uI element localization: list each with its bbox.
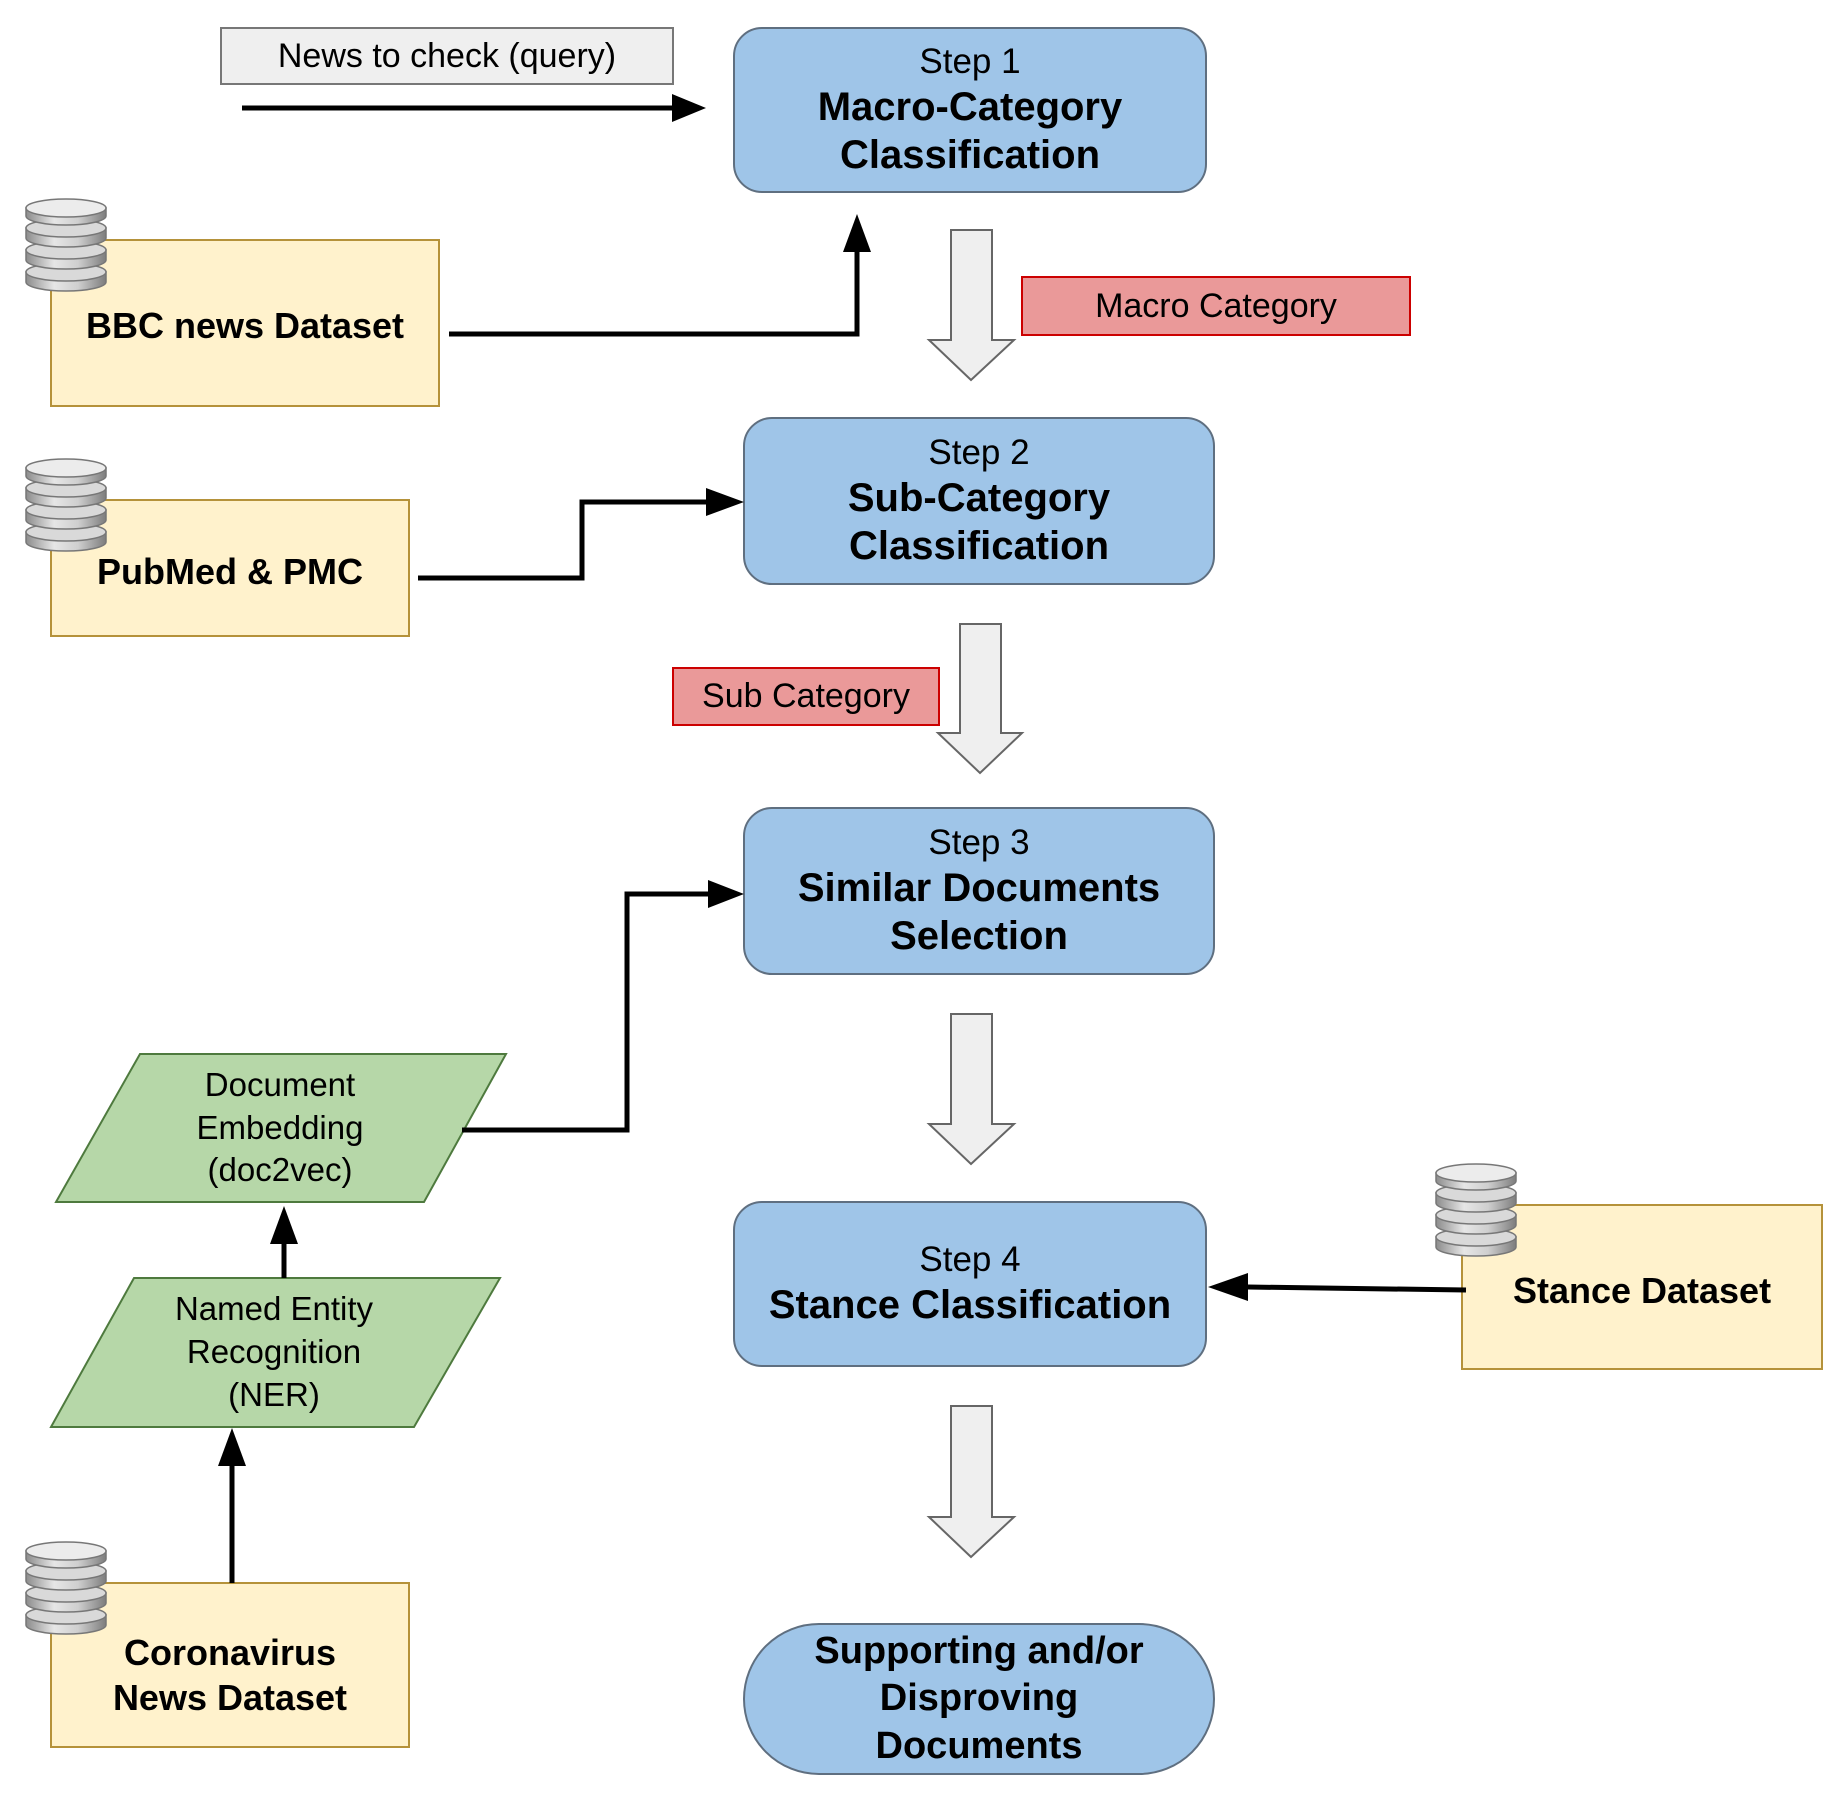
flow-arrow bbox=[935, 623, 1025, 775]
database-icon bbox=[25, 1541, 107, 1635]
stance-connector bbox=[1247, 1284, 1467, 1293]
pubmed-dataset-label: PubMed & PMC bbox=[97, 550, 363, 592]
step-2-number: Step 2 bbox=[928, 433, 1030, 472]
coronavirus-line2: News Dataset bbox=[112, 1677, 348, 1718]
stance-dataset-box bbox=[1461, 1204, 1823, 1370]
ner-shape bbox=[49, 1277, 502, 1428]
coronavirus-dataset-label: Coronavirus News Dataset bbox=[51, 1625, 409, 1725]
step-1-label: Step 1 Macro-Category Classification bbox=[734, 30, 1206, 190]
sub-category-tag bbox=[672, 667, 940, 726]
database-icon bbox=[1435, 1163, 1517, 1257]
step-2-title-line1: Sub-Category bbox=[847, 476, 1111, 520]
arrowhead bbox=[843, 214, 871, 252]
output-line2: Disproving bbox=[879, 1677, 1079, 1720]
output-line1: Supporting and/or bbox=[814, 1629, 1144, 1672]
output-line3: Documents bbox=[875, 1724, 1083, 1767]
flow-arrow bbox=[926, 1013, 1017, 1166]
step-4-number: Step 4 bbox=[919, 1240, 1021, 1279]
coronavirus-dataset-box bbox=[50, 1582, 410, 1748]
doc-embedding-line3: (doc2vec) bbox=[207, 1151, 353, 1189]
step-3-title-line1: Similar Documents bbox=[797, 866, 1161, 910]
database-icon bbox=[25, 198, 107, 292]
ner-line2: Recognition bbox=[186, 1333, 362, 1371]
doc-embedding-label: Document Embedding (doc2vec) bbox=[100, 1056, 460, 1200]
sub-category-tag-label: Sub Category bbox=[702, 677, 910, 715]
arrowhead bbox=[218, 1428, 246, 1466]
step-1-title-line1: Macro-Category bbox=[817, 85, 1123, 129]
pubmed-connector bbox=[418, 499, 706, 581]
step-2-box bbox=[743, 417, 1215, 585]
query-box-label: News to check (query) bbox=[277, 36, 617, 75]
bbc-connector bbox=[449, 252, 860, 337]
step-3-box bbox=[743, 807, 1215, 975]
step-3-title-line2: Selection bbox=[890, 914, 1068, 958]
flow-arrow bbox=[926, 1405, 1017, 1559]
arrowhead bbox=[270, 1206, 298, 1244]
arrowhead bbox=[1208, 1273, 1248, 1301]
step-3-number: Step 3 bbox=[928, 823, 1030, 862]
pubmed-dataset-box bbox=[50, 499, 410, 637]
coronavirus-line1: Coronavirus bbox=[123, 1632, 337, 1673]
bbc-dataset-box bbox=[50, 239, 440, 407]
flow-arrow bbox=[926, 229, 1017, 382]
stance-dataset-label: Stance Dataset bbox=[1512, 1269, 1772, 1311]
doc-embedding-shape bbox=[54, 1053, 508, 1203]
arrowhead bbox=[672, 94, 706, 122]
bbc-dataset-label: BBC news Dataset bbox=[85, 304, 405, 346]
macro-category-tag-label: Macro Category bbox=[1095, 286, 1337, 325]
ner-line1: Named Entity bbox=[174, 1290, 374, 1328]
ner-line3: (NER) bbox=[228, 1375, 320, 1413]
step-1-title-line2: Classification bbox=[839, 133, 1101, 177]
doc-embedding-line1: Document bbox=[204, 1065, 356, 1103]
step-2-title-line2: Classification bbox=[848, 524, 1110, 568]
step-4-box bbox=[733, 1201, 1207, 1367]
query-box bbox=[220, 27, 674, 85]
step-4-title: Stance Classification bbox=[768, 1283, 1172, 1327]
arrowhead bbox=[708, 880, 744, 908]
step-3-label: Step 3 Similar Documents Selection bbox=[744, 810, 1214, 972]
embedding-connector bbox=[462, 891, 708, 1133]
arrowhead bbox=[706, 488, 744, 516]
step-1-number: Step 1 bbox=[919, 42, 1021, 81]
output-label: Supporting and/or Disproving Documents bbox=[744, 1626, 1214, 1772]
step-4-label: Step 4 Stance Classification bbox=[734, 1204, 1206, 1364]
step-2-label: Step 2 Sub-Category Classification bbox=[744, 420, 1214, 582]
step-1-box bbox=[733, 27, 1207, 193]
ner-label: Named Entity Recognition (NER) bbox=[94, 1280, 454, 1425]
output-terminal bbox=[743, 1623, 1215, 1775]
doc-embedding-line2: Embedding bbox=[196, 1108, 364, 1146]
macro-category-tag bbox=[1021, 276, 1411, 336]
